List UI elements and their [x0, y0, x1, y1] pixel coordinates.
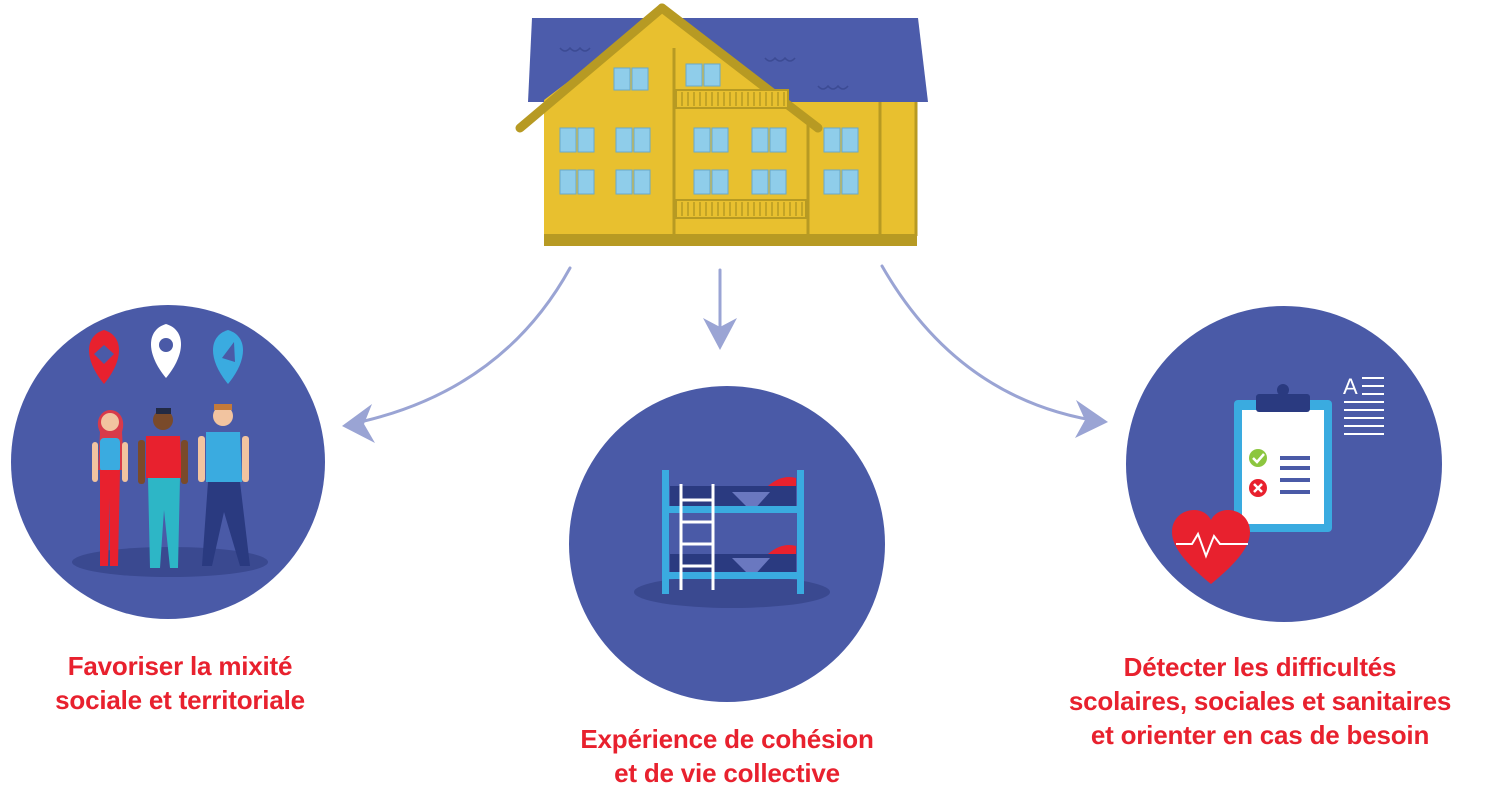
caption-right-line-3: et orienter en cas de besoin — [1090, 720, 1430, 750]
clipboard-checklist-icon — [1234, 384, 1332, 532]
arrowhead-left — [342, 404, 375, 443]
arrow-to-right — [880, 264, 1106, 424]
caption-right-line-2: scolaires, sociales et sanitaires — [1068, 686, 1452, 716]
caption-left: Favoriser la mixité sociale et territori… — [20, 649, 340, 717]
caption-right-line-1: Détecter les difficultés — [1123, 652, 1397, 682]
caption-right: Détecter les difficultés scolaires, soci… — [1040, 650, 1480, 752]
arrowhead-right — [1075, 400, 1108, 438]
house-icon — [515, 3, 928, 246]
document-letter: A — [1343, 374, 1358, 399]
arrowhead-center — [703, 318, 737, 350]
caption-center: Expérience de cohésion et de vie collect… — [537, 722, 917, 790]
map-pin-icon — [89, 324, 243, 384]
bunk-bed-icon — [634, 470, 830, 608]
people-walking-icon — [92, 404, 250, 568]
caption-left-line-1: Favoriser la mixité — [67, 651, 293, 681]
document-text-icon: A — [1343, 374, 1384, 435]
arrow-to-left — [344, 266, 572, 427]
circle-center — [569, 386, 885, 702]
caption-left-line-2: sociale et territoriale — [55, 685, 305, 715]
caption-center-line-2: et de vie collective — [614, 758, 840, 788]
heart-pulse-icon — [1172, 510, 1250, 584]
caption-center-line-1: Expérience de cohésion — [580, 724, 874, 754]
